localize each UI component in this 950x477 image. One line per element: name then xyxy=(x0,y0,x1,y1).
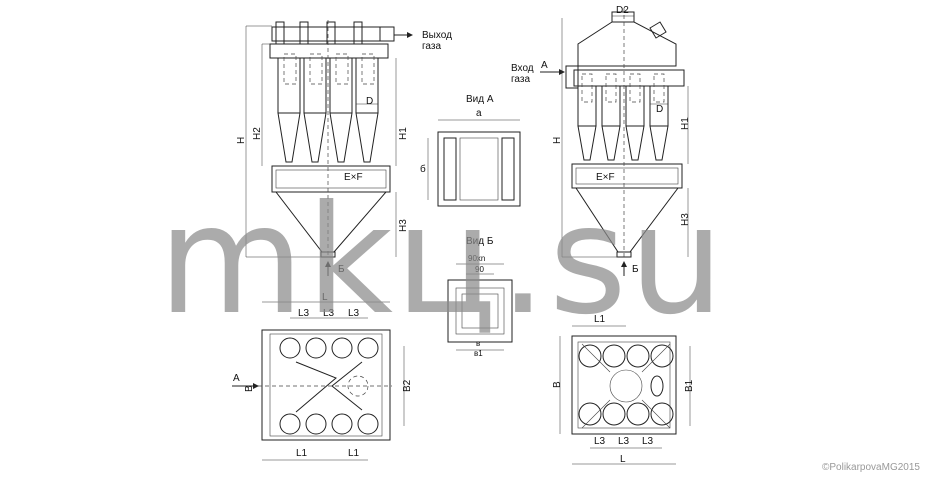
arrow-a-label-right: А xyxy=(541,60,548,71)
gas-outlet-label-1: Выход xyxy=(422,30,452,41)
dim-h3-right: H3 xyxy=(680,213,691,226)
dim-b-view-a: б xyxy=(420,163,426,175)
dim-h-left: H xyxy=(236,137,247,144)
copyright-text: ©PolikarpovaMG2015 xyxy=(822,462,920,473)
dim-h1-left: H1 xyxy=(398,127,409,140)
dim-h2-left: H2 xyxy=(252,127,263,140)
dim-l-plan-left: L xyxy=(322,292,328,303)
dim-l3-plan-right-2: L3 xyxy=(618,436,630,447)
view-a-title: Вид А xyxy=(466,94,494,105)
front-view-right xyxy=(540,8,689,276)
dim-exf-left: E×F xyxy=(344,172,363,183)
dim-l3-plan-right-1: L3 xyxy=(594,436,606,447)
dim-v-view-b: в xyxy=(476,339,480,348)
gas-inlet-label-1: Вход xyxy=(511,63,534,74)
gas-inlet-label-2: газа xyxy=(511,74,530,85)
dim-d-right: D xyxy=(656,104,663,115)
front-view-left xyxy=(245,20,413,276)
view-b-title: Вид Б xyxy=(466,236,494,247)
dim-h3-left: H3 xyxy=(398,219,409,232)
dim-b1-plan-right: B1 xyxy=(684,379,695,392)
dim-l1-plan-left-2: L1 xyxy=(348,448,360,459)
arrow-a-label-left: А xyxy=(233,373,240,384)
arrow-b-label-left: Б xyxy=(338,264,345,275)
dim-b-plan-left: B xyxy=(244,385,255,392)
plan-view-right xyxy=(559,325,691,465)
dim-l3-plan-left-2: L3 xyxy=(323,308,335,319)
dim-l-plan-right: L xyxy=(620,454,626,465)
arrow-b-label-right: Б xyxy=(632,264,639,275)
dim-l1-plan-right: L1 xyxy=(594,314,606,325)
dim-l1-plan-left-1: L1 xyxy=(296,448,308,459)
dim-d2-right: D2 xyxy=(616,5,629,16)
watermark-text: mkц.su xyxy=(158,174,726,348)
dim-v1-view-b: в1 xyxy=(474,349,483,358)
dim-90-view-b: 90 xyxy=(475,265,484,274)
dim-90xn-view-b: 90хn xyxy=(468,254,485,263)
dim-l3-plan-right-3: L3 xyxy=(642,436,654,447)
dim-exf-right: E×F xyxy=(596,172,615,183)
dim-b2-plan-left: B2 xyxy=(402,379,413,392)
dim-h1-right: H1 xyxy=(680,117,691,130)
view-b-drawing xyxy=(447,263,513,351)
gas-outlet-label-2: газа xyxy=(422,41,441,52)
dim-b-plan-right: B xyxy=(552,381,563,388)
dim-h-right: H xyxy=(552,137,563,144)
dim-l3-plan-left-1: L3 xyxy=(298,308,310,319)
view-a-drawing xyxy=(427,119,521,207)
plan-view-left xyxy=(232,301,405,461)
dim-l3-plan-left-3: L3 xyxy=(348,308,360,319)
dim-d-left: D xyxy=(366,96,373,107)
dim-a-view-a: а xyxy=(476,108,482,119)
